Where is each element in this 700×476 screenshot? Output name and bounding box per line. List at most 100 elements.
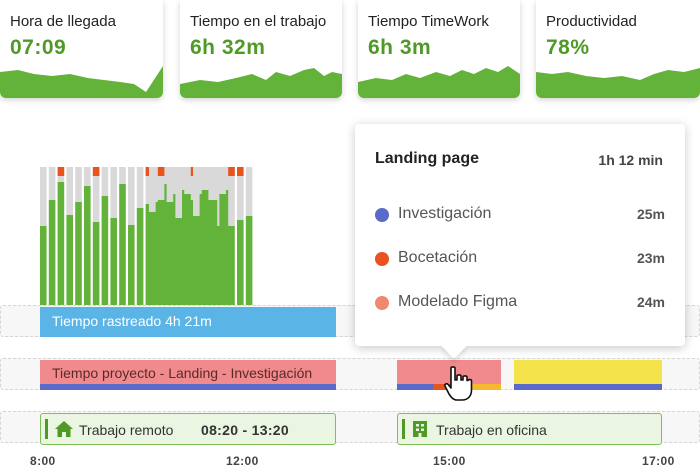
- activity-bar-idle: [172, 167, 179, 194]
- activity-bar-active: [224, 190, 232, 305]
- location-remote[interactable]: Trabajo remoto 08:20 - 13:20: [40, 413, 336, 445]
- sparkline: [536, 68, 700, 98]
- kpi-card-productivity: Productividad 78%: [536, 0, 700, 98]
- activity-bar-idle: [166, 167, 174, 202]
- activity-bar-highlight: [228, 167, 235, 176]
- activity-bar-active: [172, 194, 179, 305]
- activity-bar-active: [245, 216, 253, 305]
- activity-bar-idle: [84, 167, 91, 186]
- axis-tick: 15:00: [433, 454, 466, 468]
- tracked-time-bar[interactable]: Tiempo rastreado 4h 21m: [40, 307, 336, 337]
- kpi-title: Productividad: [546, 13, 637, 30]
- activity-bar-active: [198, 194, 205, 305]
- activity-bar-highlight: [237, 167, 244, 176]
- activity-bar-idle: [224, 167, 232, 190]
- activity-bar-idle: [66, 167, 73, 215]
- sparkline: [0, 66, 163, 98]
- activity-bar-idle: [216, 167, 223, 226]
- activity-bar-active: [184, 194, 191, 305]
- activity-bar-idle: [145, 167, 153, 204]
- activity-bar-active: [216, 226, 223, 305]
- kpi-title: Tiempo en el trabajo: [190, 13, 327, 30]
- activity-bar-highlight: [92, 167, 100, 176]
- activity-bar-active: [219, 194, 226, 305]
- activity-bar-idle: [228, 167, 235, 226]
- activity-bar-active: [210, 200, 218, 305]
- activity-bar-idle: [219, 167, 226, 194]
- activity-bar-active: [207, 200, 214, 305]
- activity-bar-active: [119, 184, 126, 305]
- axis-tick: 17:00: [642, 454, 675, 468]
- activity-bar-idle: [149, 167, 156, 212]
- location-label: Trabajo en oficina: [436, 422, 547, 438]
- activity-bar-idle: [101, 167, 109, 196]
- tooltip-title: Landing page: [375, 150, 479, 167]
- activity-bar-active: [92, 222, 100, 305]
- task-label: Bocetación: [398, 249, 478, 266]
- sparkline: [180, 68, 342, 98]
- activity-bar-active: [128, 225, 135, 305]
- activity-bar-idle: [163, 167, 170, 184]
- activity-bar-active: [193, 216, 200, 305]
- task-label: Modelado Figma: [398, 293, 518, 310]
- activity-bar-active: [237, 220, 244, 305]
- activity-bars: [40, 167, 253, 305]
- kpi-title: Hora de llegada: [10, 13, 116, 30]
- activity-bar-chart: [40, 167, 253, 305]
- activity-bar-idle: [92, 167, 100, 222]
- location-marker: [45, 419, 48, 439]
- activity-bar-active: [189, 200, 197, 305]
- kpi-card-time-at-work: Tiempo en el trabajo 6h 32m: [180, 0, 342, 98]
- location-label: Trabajo remoto: [79, 422, 174, 438]
- task-stripe: [40, 384, 336, 390]
- activity-bar-active: [166, 202, 174, 305]
- activity-bar-idle: [210, 167, 218, 200]
- task-value: 25m: [636, 206, 665, 222]
- task-label: Investigación: [398, 205, 492, 222]
- project-time-bar-other[interactable]: [514, 360, 662, 390]
- activity-bar-active: [84, 186, 91, 305]
- kpi-value: 6h 3m: [368, 36, 432, 59]
- project-time-label: Tiempo proyecto - Landing - Investigació…: [52, 365, 313, 381]
- activity-bar-idle: [207, 167, 214, 200]
- activity-bar-idle: [110, 167, 117, 218]
- kpi-card-arrival: Hora de llegada 07:09: [0, 0, 163, 98]
- activity-bar-idle: [48, 167, 56, 200]
- activity-bar-idle: [154, 167, 161, 202]
- activity-bar-idle: [237, 167, 244, 220]
- tooltip-row-modelado-figma: Modelado Figma 24m: [375, 292, 665, 314]
- axis-tick: 12:00: [226, 454, 259, 468]
- kpi-value: 6h 32m: [190, 36, 266, 59]
- location-time: 08:20 - 13:20: [201, 422, 289, 438]
- location-marker: [402, 419, 405, 439]
- activity-bar-active: [75, 202, 82, 305]
- task-color-dot: [375, 208, 389, 222]
- activity-bar-active: [157, 200, 165, 305]
- activity-bar-idle: [119, 167, 126, 184]
- tooltip-arrow: [441, 333, 467, 359]
- task-color-dot: [375, 296, 389, 310]
- activity-bar-active: [228, 226, 235, 305]
- activity-bar-active: [110, 218, 117, 305]
- office-building-icon: [413, 421, 427, 437]
- activity-bar-highlight: [57, 167, 65, 176]
- activity-bar-highlight: [189, 167, 197, 176]
- tooltip-row-investigacion: Investigación 25m: [375, 204, 665, 226]
- activity-bar-active: [201, 190, 209, 305]
- task-value: 23m: [636, 250, 665, 266]
- home-icon: [55, 421, 73, 437]
- task-segment: [463, 384, 501, 390]
- task-color-dot: [375, 252, 389, 266]
- activity-bar-idle: [40, 167, 47, 226]
- axis-tick: 8:00: [30, 454, 56, 468]
- kpi-value: 78%: [546, 36, 590, 59]
- activity-bar-idle: [198, 167, 205, 194]
- location-office[interactable]: Trabajo en oficina: [397, 413, 662, 445]
- activity-bar-idle: [136, 167, 144, 208]
- activity-bar-active: [40, 226, 47, 305]
- activity-bar-idle: [245, 167, 253, 216]
- kpi-card-timework: Tiempo TimeWork 6h 3m: [358, 0, 520, 98]
- activity-bar-active: [66, 215, 73, 305]
- project-time-bar[interactable]: Tiempo proyecto - Landing - Investigació…: [40, 360, 336, 390]
- activity-bar-active: [136, 208, 144, 305]
